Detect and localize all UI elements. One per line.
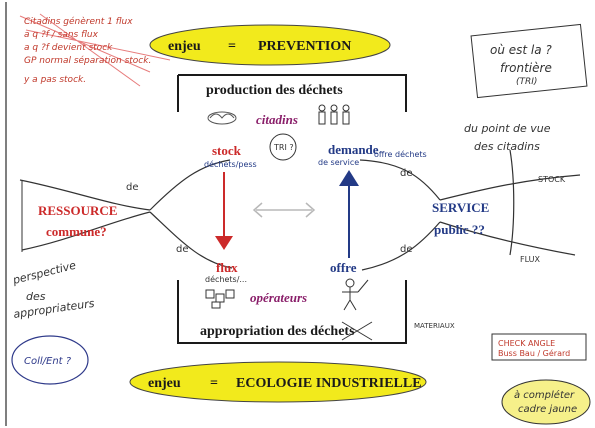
citadins-label: citadins xyxy=(256,112,298,127)
demande-note: de service xyxy=(318,158,359,167)
check-line-2: Buss Bau / Gérard xyxy=(498,348,570,358)
check-line-1: CHECK ANGLE xyxy=(498,339,555,348)
service-label: SERVICE xyxy=(432,200,489,215)
perspective-line-1: perspective xyxy=(11,259,78,288)
frontiere-line-3: (TRI) xyxy=(516,77,537,87)
tri-bubble-text: TRI ? xyxy=(273,143,294,152)
frontiere-note: où est la ? frontière (TRI) xyxy=(490,43,552,87)
scribble-line-4: GP normal séparation stock. xyxy=(24,55,151,66)
production-box xyxy=(177,74,407,112)
perspective-line-2: des xyxy=(26,290,46,303)
bottom-banner-text: ECOLOGIE INDUSTRIELLE xyxy=(236,376,422,391)
ecologie-banner xyxy=(129,361,427,403)
coll-ent-text: Coll/Ent ? xyxy=(24,356,72,367)
red-arrow-head xyxy=(215,236,233,250)
people-icon xyxy=(318,104,350,125)
materiaux-label: MATERIAUX xyxy=(414,322,455,330)
point-de-vue-line-2: des citadins xyxy=(474,140,540,153)
completer-bubble xyxy=(501,379,591,425)
completer-note: à compléter cadre jaune xyxy=(514,389,577,415)
top-banner-prefix: enjeu xyxy=(168,39,201,54)
flux-right-label: FLUX xyxy=(520,255,541,264)
demande-label: demande xyxy=(328,142,379,157)
public-label: public ?? xyxy=(434,222,485,237)
scribble-line-2: a q ?f / sans flux xyxy=(24,30,99,40)
scribble-line-3: a q ?f devient stock xyxy=(24,43,113,53)
cross-out-mark xyxy=(341,321,373,341)
completer-line-2: cadre jaune xyxy=(518,404,577,415)
top-banner-equals: = xyxy=(228,39,236,54)
frontiere-line-2: frontière xyxy=(500,61,552,75)
appropriation-box xyxy=(177,280,407,344)
edge-de-bottom-right: de xyxy=(400,244,413,255)
handwritten-note-crossed: Citadins génèrent 1 flux a q ?f / sans f… xyxy=(19,13,171,87)
stock-note: déchets/pess xyxy=(204,159,257,169)
check-angle-note: CHECK ANGLE Buss Bau / Gérard xyxy=(498,339,570,358)
bottom-banner-prefix: enjeu xyxy=(148,376,181,391)
edge-de-top-left: de xyxy=(126,182,139,193)
completer-line-1: à compléter xyxy=(514,389,575,401)
scribble-line-1: Citadins génèrent 1 flux xyxy=(24,16,133,27)
appropriation-title: appropriation des déchets xyxy=(200,324,355,339)
top-banner-text: PREVENTION xyxy=(258,39,351,54)
tri-bubble xyxy=(269,133,297,161)
edge-de-top-right: de xyxy=(400,168,413,179)
stock-right-label: STOCK xyxy=(538,175,566,184)
right-fish-outline xyxy=(359,149,581,271)
edge-de-bottom-left: de xyxy=(176,244,189,255)
containers-icon xyxy=(205,289,235,309)
point-de-vue-note: du point de vue des citadins xyxy=(464,122,551,153)
commune-label: commune? xyxy=(46,224,107,239)
household-icon xyxy=(207,111,237,125)
flux-note: déchets/... xyxy=(205,274,247,284)
offre-label: offre xyxy=(330,260,357,275)
scribble-line-5: y a pas stock. xyxy=(23,75,86,85)
demande-note-2: offre déchets xyxy=(374,149,427,159)
bidirectional-arrow xyxy=(252,202,316,218)
operateurs-label: opérateurs xyxy=(250,290,307,305)
perspective-note: perspective des appropriateurs xyxy=(11,259,96,321)
production-title: production des déchets xyxy=(206,83,343,98)
check-angle-box xyxy=(491,333,587,361)
blue-arrow-head xyxy=(339,170,359,186)
bottom-banner-equals: = xyxy=(210,376,218,391)
operator-figure-icon xyxy=(342,278,369,311)
left-fish-outline xyxy=(19,159,233,269)
coll-ent-bubble xyxy=(11,335,89,385)
frontiere-line-1: où est la ? xyxy=(490,43,552,57)
stock-label: stock xyxy=(212,143,242,158)
prevention-banner xyxy=(149,24,391,66)
frontiere-box xyxy=(470,23,588,99)
ressource-label: RESSOURCE xyxy=(38,203,117,218)
flux-label: flux xyxy=(216,260,238,275)
point-de-vue-line-1: du point de vue xyxy=(464,122,551,135)
